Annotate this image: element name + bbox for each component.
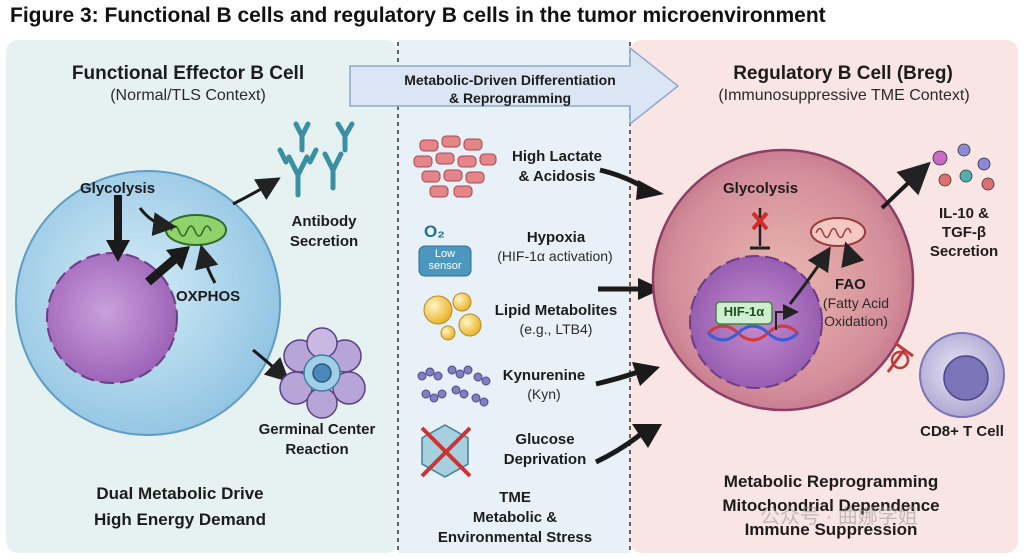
cd8-t-cell-icon — [919, 332, 1005, 418]
breg-mitochondrion-icon — [810, 217, 866, 247]
figure-title: Figure 3: Functional B cells and regulat… — [10, 4, 826, 27]
oxphos-label: OXPHOS — [176, 288, 241, 305]
effector-b-cell — [15, 170, 281, 436]
lactate-title: High Lactate — [511, 148, 602, 165]
watermark: 公众号 · 曲娜学姐 — [760, 506, 918, 528]
right-footer-1: Metabolic Reprogramming — [723, 472, 939, 491]
il10-label-1: IL-10 & — [938, 205, 989, 222]
left-arrows — [106, 177, 290, 383]
antibody-label-1: Antibody — [291, 213, 357, 230]
middle-footer-1: TME — [499, 489, 531, 506]
dna-icon — [706, 324, 800, 342]
kynurenine-icon — [417, 365, 491, 407]
glucose-title-2: Deprivation — [503, 451, 587, 468]
left-footer-2: High Energy Demand — [94, 510, 266, 529]
hypoxia-detail: (HIF-1α activation) — [497, 248, 613, 264]
left-panel-subtitle: (Normal/TLS Context) — [110, 87, 266, 104]
cytokine-arrow — [880, 161, 931, 210]
il10-label-3: Secretion — [929, 243, 999, 260]
low-sensor-badge — [418, 245, 472, 277]
hypoxia-title: Hypoxia — [526, 229, 586, 246]
lactate-title-2: & Acidosis — [518, 168, 596, 185]
germinal-label-2: Reaction — [285, 441, 349, 458]
right-panel-subtitle: (Immunosuppressive TME Context) — [718, 87, 970, 104]
hif-label: HIF-1α — [723, 304, 765, 319]
lipid-detail: (e.g., LTB4) — [519, 321, 593, 337]
lactate-icon — [413, 135, 497, 198]
sensor-label-1: Low — [434, 248, 456, 260]
il10-label-2: TGF-β — [941, 224, 987, 241]
antibody-icon — [277, 121, 355, 198]
glucose-title: Glucose — [515, 431, 575, 448]
fao-detail-1: (Fatty Acid — [822, 295, 890, 311]
lipid-icon — [423, 292, 482, 341]
right-footer-2: Mitochondrial Dependence — [722, 496, 940, 515]
middle-footer-3: Environmental Stress — [437, 529, 593, 546]
germinal-center-icon — [279, 327, 366, 419]
fao-arrow — [788, 246, 831, 305]
mitochondrion-icon — [165, 214, 227, 246]
fao-detail-2: Oxidation) — [824, 313, 888, 329]
middle-footer-2: Metabolic & — [472, 509, 558, 526]
fao-label: FAO — [835, 276, 866, 293]
cd8-label: CD8+ T Cell — [920, 423, 1004, 440]
germinal-label-1: Germinal Center — [258, 421, 376, 438]
right-footer-3: Immune Suppression — [744, 520, 918, 539]
nucleus — [46, 252, 178, 384]
cytokine-dots-icon — [932, 143, 995, 191]
promoter-arrow — [775, 304, 799, 330]
right-glycolysis-label: Glycolysis — [723, 180, 799, 197]
left-panel-title: Functional Effector B Cell — [71, 63, 305, 84]
kyn-title: Kynurenine — [502, 367, 586, 384]
inhibition-icon — [886, 341, 914, 373]
antibody-label-2: Secretion — [289, 233, 359, 250]
lipid-title: Lipid Metabolites — [494, 302, 618, 319]
right-panel-title: Regulatory B Cell (Breg) — [733, 63, 953, 84]
banner-line-1: Metabolic-Driven Differentiation — [404, 72, 616, 88]
o2-label: O₂ — [424, 222, 445, 241]
glycolysis-inhibited-icon — [750, 208, 770, 250]
banner-line-2: & Reprogramming — [448, 90, 572, 106]
glucose-crossed-icon — [420, 424, 472, 478]
kyn-detail: (Kyn) — [527, 386, 561, 402]
sensor-label-2: sensor — [428, 260, 462, 272]
hif-box — [715, 301, 773, 325]
left-glycolysis-label: Glycolysis — [80, 180, 156, 197]
left-footer-1: Dual Metabolic Drive — [96, 484, 264, 503]
banner-arrow — [349, 46, 680, 126]
middle-arrows — [594, 167, 664, 465]
